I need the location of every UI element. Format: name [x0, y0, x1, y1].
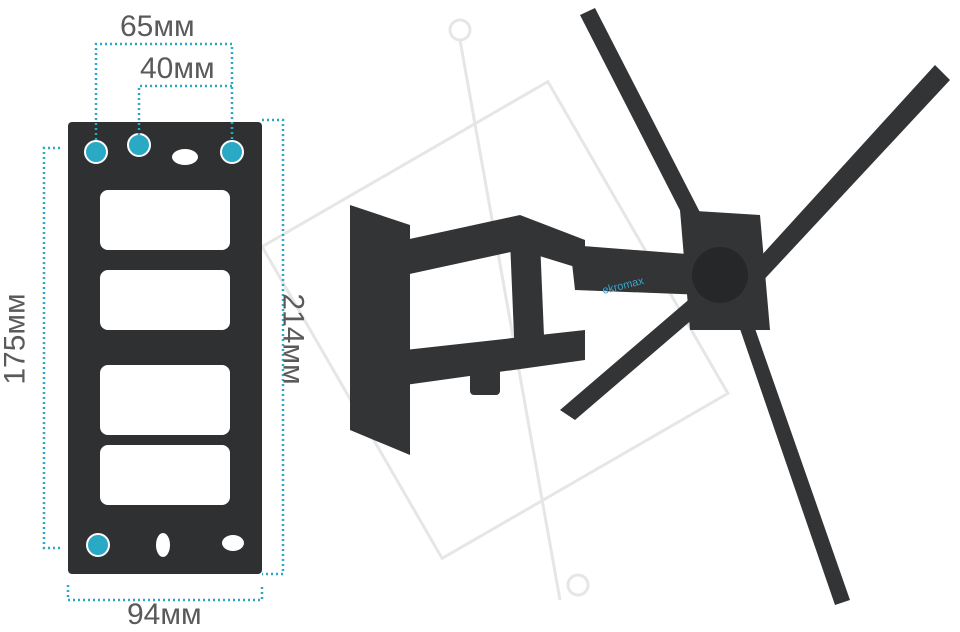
- dimension-top-inner: 40мм: [140, 52, 215, 85]
- dimension-top-outer: 65мм: [120, 10, 195, 43]
- dimension-left-height: 175мм: [0, 293, 32, 385]
- dimension-right-height: 214мм: [276, 293, 310, 385]
- dimension-bottom-width: 94мм: [127, 598, 202, 631]
- wall-plate: [68, 122, 262, 574]
- dimension-lines: [42, 42, 285, 602]
- tv-mount-arm: [350, 8, 950, 605]
